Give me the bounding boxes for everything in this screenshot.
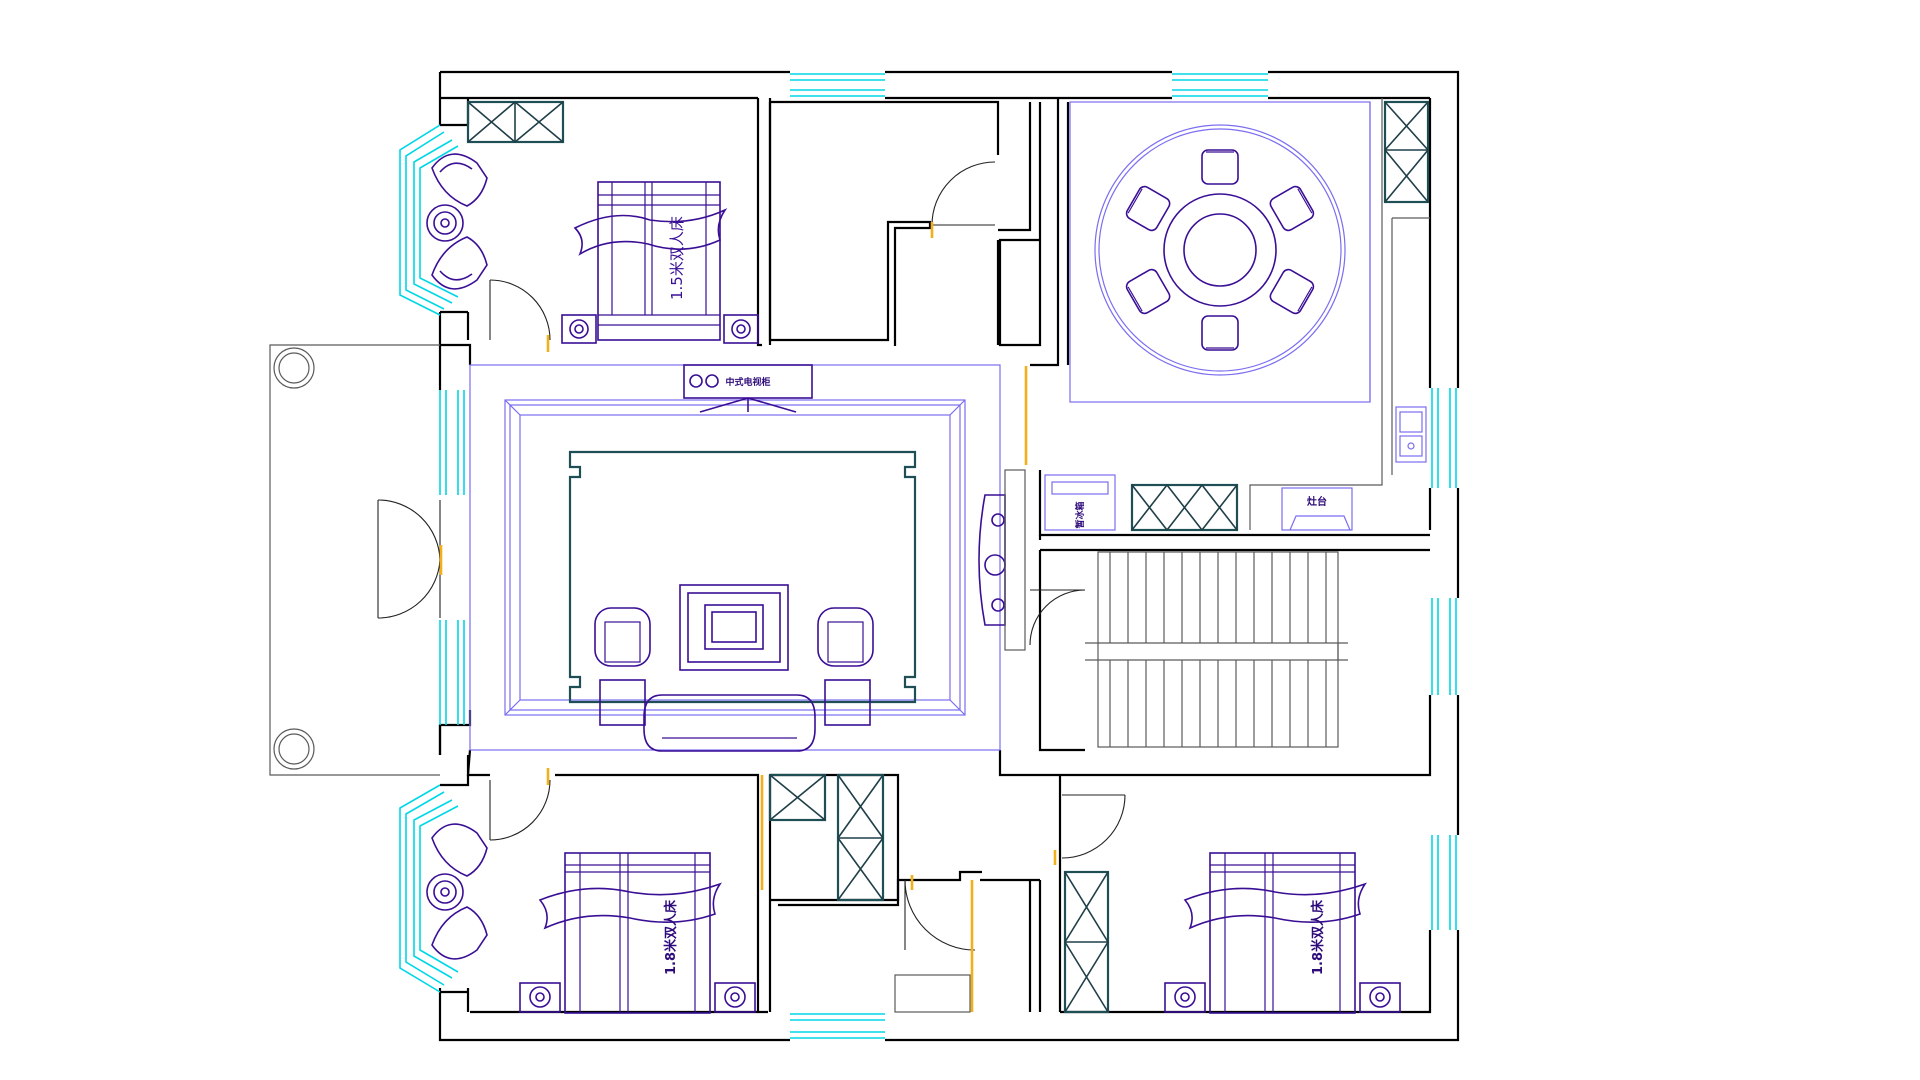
bedroom-bottom-right: 1.8米双人床 [1063, 852, 1401, 1014]
sink-icon [1395, 406, 1427, 463]
dining-room [1069, 101, 1371, 403]
bedroom-bottom-left: 1.8米双人床 [426, 823, 756, 1014]
armchair-icon [594, 607, 651, 667]
bed-label: 1.8米双人床 [663, 899, 679, 975]
bed-icon: 1.8米双人床 [519, 852, 756, 1014]
armchair-icon [431, 906, 488, 960]
armchair-icon [817, 607, 874, 667]
doors [489, 161, 1126, 1012]
bay-window-top [399, 123, 468, 316]
entry-door-icon [377, 499, 443, 619]
fridge-icon: 暂冰箱 [1044, 474, 1116, 531]
door-swing-icon [1029, 589, 1086, 646]
kitchen: 暂冰箱 灶台 [1044, 100, 1430, 532]
bed-label: 1.5米双人床 [668, 216, 686, 300]
bed-icon: 1.8米双人床 [1164, 852, 1401, 1014]
exterior-walls [438, 70, 1460, 1042]
living-room: 中式电视柜 [469, 364, 1026, 752]
fridge-label: 暂冰箱 [1074, 501, 1086, 528]
stove-icon: 灶台 [1281, 487, 1353, 531]
bed-label: 1.8米双人床 [1310, 899, 1326, 975]
tv-cabinet-icon: 中式电视柜 [683, 364, 813, 413]
tv-cabinet-label: 中式电视柜 [725, 376, 770, 388]
armchair-icon [431, 153, 488, 207]
door-swing-icon [930, 161, 996, 238]
round-table-icon [1094, 124, 1346, 376]
stove-label: 灶台 [1307, 495, 1327, 508]
armchair-icon [431, 823, 488, 877]
sofa-icon [643, 694, 816, 752]
stair-icon [1085, 551, 1348, 748]
door-swing-icon [489, 279, 551, 352]
door-swing-icon [1053, 794, 1126, 865]
porch [269, 344, 443, 776]
bay-window-bottom [399, 755, 470, 994]
plant-icon [978, 494, 1006, 626]
closet [768, 773, 971, 1013]
bedroom-top-left: 1.5米双人床 [426, 100, 759, 344]
rug-icon [568, 450, 917, 704]
armchair-icon [431, 236, 488, 290]
bed-icon: 1.5米双人床 [561, 181, 759, 344]
door-swing-icon [489, 768, 551, 841]
interior-walls [466, 98, 1430, 1012]
door-swing-icon [904, 875, 976, 951]
